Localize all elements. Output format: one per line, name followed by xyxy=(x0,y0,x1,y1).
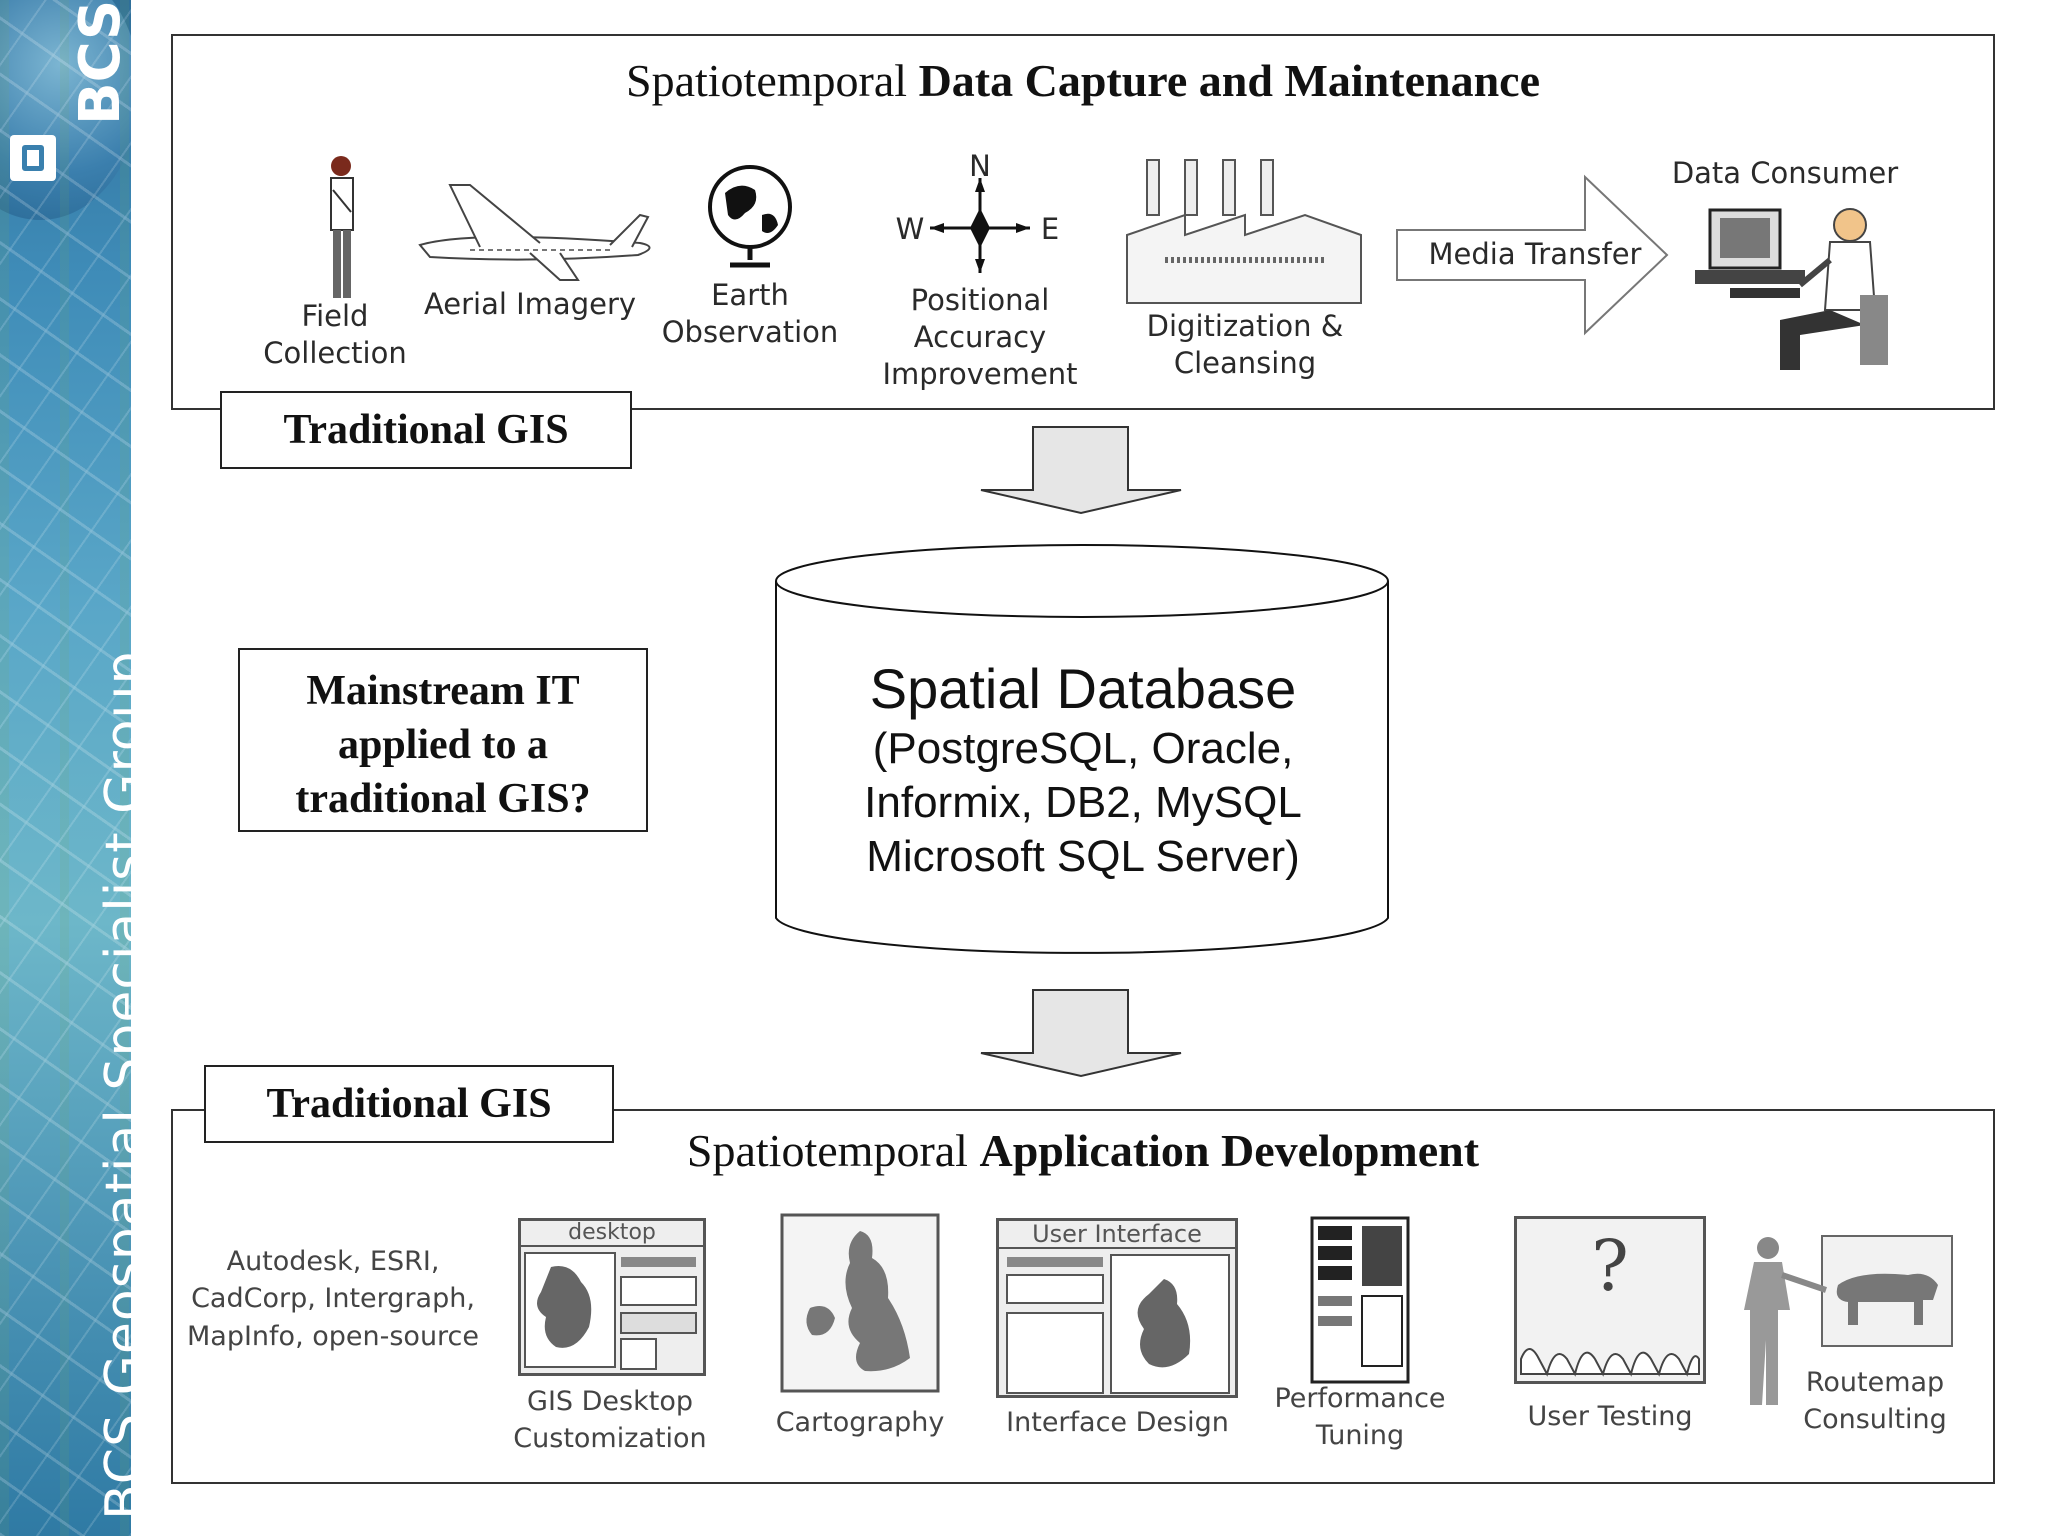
globe-graphic xyxy=(0,0,131,220)
title-prefix: Spatiotemporal xyxy=(626,55,908,106)
uk-map-icon xyxy=(780,1213,940,1393)
caption-line: Observation xyxy=(661,315,839,350)
compass-north-label: N xyxy=(969,149,991,183)
caption-gis-desktop: GIS Desktop Customization xyxy=(485,1383,735,1458)
presenter-cow-icon xyxy=(1744,1235,1953,1405)
computer-user-icon xyxy=(1695,208,1888,370)
caption-line: Improvement xyxy=(882,357,1078,392)
title-prefix: Spatiotemporal xyxy=(686,1125,968,1176)
caption-field-collection: Field Collection xyxy=(240,298,430,372)
database-title: Spatial Database xyxy=(869,657,1297,720)
caption-cartography: Cartography xyxy=(750,1404,970,1441)
caption-line: User Testing xyxy=(1527,1401,1693,1432)
caption-line: Customization xyxy=(513,1423,707,1455)
caption-line: Performance xyxy=(1274,1383,1446,1414)
traditional-gis-label-bottom: Traditional GIS xyxy=(204,1065,614,1143)
caption-line: Cleansing xyxy=(1173,346,1317,381)
question-mark: ? xyxy=(1591,1225,1629,1307)
caption-line: Consulting xyxy=(1803,1404,1947,1436)
caption-aerial-imagery: Aerial Imagery xyxy=(420,286,640,323)
caption-line: Data Consumer xyxy=(1671,156,1899,190)
globe-icon xyxy=(708,165,792,268)
question-icon: ? xyxy=(1514,1216,1706,1384)
compass-icon: N W E xyxy=(895,148,1065,278)
database-line: Microsoft SQL Server) xyxy=(866,832,1300,881)
caption-line: Tuning xyxy=(1315,1420,1405,1452)
caption-line: Field xyxy=(301,299,369,333)
question-line: applied to a xyxy=(337,722,549,768)
caption-routemap-consulting: Routemap Consulting xyxy=(1785,1364,1965,1439)
media-transfer-label: Media Transfer xyxy=(1400,236,1670,273)
ui-window-content xyxy=(1006,1254,1230,1394)
caption-line: Earth xyxy=(711,278,789,312)
factory-icon xyxy=(1126,159,1362,304)
caption-line: Accuracy xyxy=(913,320,1047,355)
surveyor-icon xyxy=(330,156,354,298)
bcs-logo-text: BCS xyxy=(68,0,131,125)
airplane-icon xyxy=(418,184,651,281)
application-development-title: Spatiotemporal Application Development xyxy=(171,1124,1995,1177)
vendors-line: MapInfo, open-source xyxy=(186,1320,480,1352)
caption-line: Positional xyxy=(910,283,1050,317)
sidebar-brand-strip: BCS BCS Geospatial Specialist Group xyxy=(0,0,131,1536)
brand-text: BCS Geospatial Specialist Group xyxy=(95,650,131,1520)
database-line: (PostgreSQL, Oracle, xyxy=(872,724,1294,773)
desktop-window-icon: desktop xyxy=(518,1218,706,1376)
bcs-logo-icon xyxy=(10,135,56,181)
caption-line: Routemap xyxy=(1805,1367,1945,1398)
caption-positional-accuracy: Positional Accuracy Improvement xyxy=(870,282,1090,393)
caption-line: Digitization & xyxy=(1146,309,1344,343)
database-cylinder-icon xyxy=(775,544,1389,954)
traditional-gis-label-top: Traditional GIS xyxy=(220,391,632,469)
caption-line: Interface Design xyxy=(1006,1407,1229,1438)
caption-earth-observation: Earth Observation xyxy=(650,277,850,351)
down-arrow-icon xyxy=(980,989,1182,1078)
caption-interface-design: Interface Design xyxy=(980,1404,1255,1441)
database-text: Spatial Database (PostgreSQL, Oracle, In… xyxy=(774,656,1392,884)
vendors-line: Autodesk, ESRI, xyxy=(226,1246,440,1277)
caption-line: Media Transfer xyxy=(1428,237,1642,271)
caption-line: Aerial Imagery xyxy=(423,287,637,321)
map-background xyxy=(0,0,131,1536)
question-line: Mainstream IT xyxy=(306,668,580,714)
vendors-text: Autodesk, ESRI, CadCorp, Intergraph, Map… xyxy=(178,1243,488,1355)
database-line: Informix, DB2, MySQL xyxy=(864,778,1302,827)
caption-line: Cartography xyxy=(775,1407,945,1438)
compass-west-label: W xyxy=(895,212,925,246)
data-capture-title: Spatiotemporal Data Capture and Maintena… xyxy=(171,54,1995,107)
title-bold: Data Capture and Maintenance xyxy=(918,55,1540,106)
ui-window-icon: User Interface xyxy=(996,1218,1238,1398)
window-title: desktop xyxy=(521,1221,703,1247)
window-title: User Interface xyxy=(999,1221,1235,1249)
caption-performance-tuning: Performance Tuning xyxy=(1245,1380,1475,1455)
question-line: traditional GIS? xyxy=(295,776,591,822)
caption-line: Collection xyxy=(263,336,407,371)
caption-digitization: Digitization & Cleansing xyxy=(1130,308,1360,382)
down-arrow-icon xyxy=(980,426,1182,515)
caption-user-testing: User Testing xyxy=(1495,1398,1725,1435)
compass-east-label: E xyxy=(1040,212,1060,246)
desktop-window-content xyxy=(524,1252,697,1370)
mainstream-it-question-box: Mainstream IT applied to a traditional G… xyxy=(238,648,648,832)
caption-data-consumer: Data Consumer xyxy=(1660,155,1910,192)
arrow-icon[interactable] xyxy=(1395,174,1670,336)
vendors-line: CadCorp, Intergraph, xyxy=(191,1283,475,1315)
title-bold: Application Development xyxy=(979,1125,1480,1176)
server-rack-icon xyxy=(1310,1216,1410,1384)
caption-line: GIS Desktop xyxy=(527,1386,693,1417)
